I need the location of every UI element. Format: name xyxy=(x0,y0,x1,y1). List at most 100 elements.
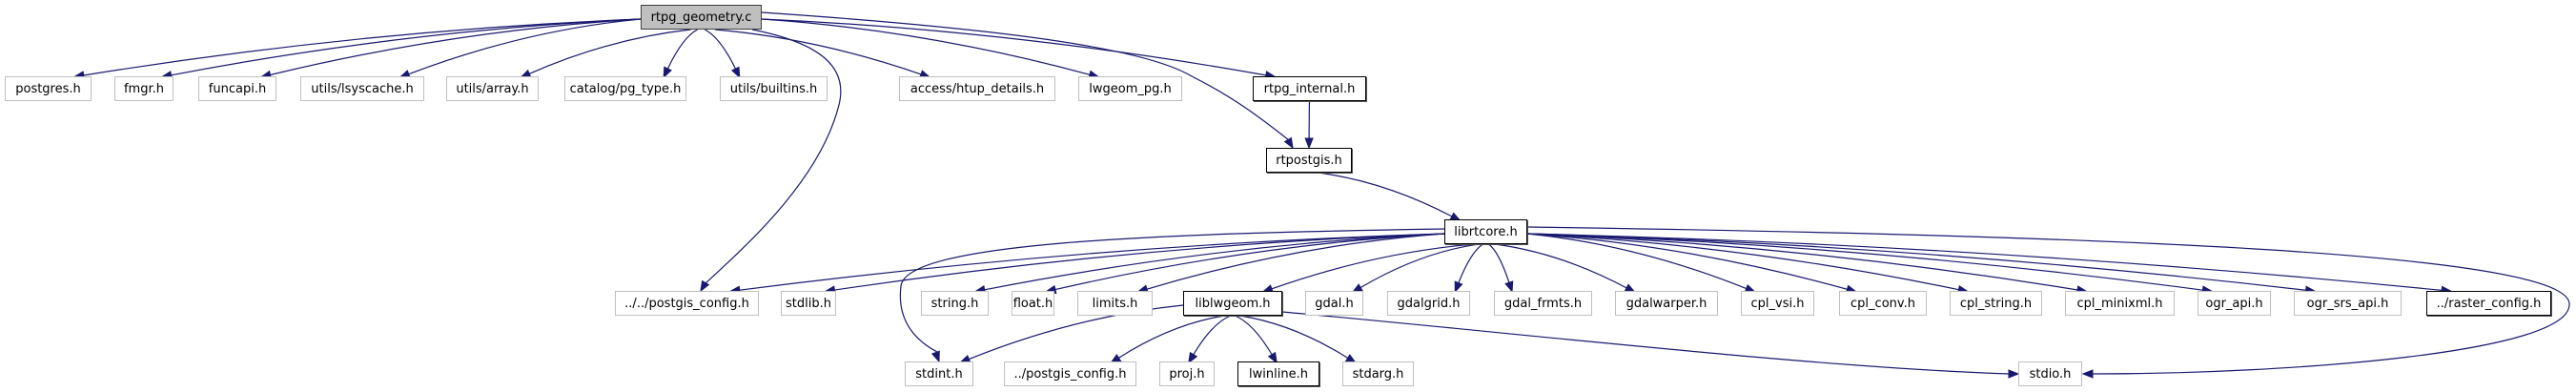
node-rtpg-geometry: rtpg_geometry.c xyxy=(641,5,762,30)
node-stdlib[interactable]: stdlib.h xyxy=(781,291,836,316)
node-label: cpl_conv.h xyxy=(1850,296,1915,311)
node-gdal[interactable]: gdal.h xyxy=(1305,291,1363,316)
node-cpl-conv[interactable]: cpl_conv.h xyxy=(1839,291,1927,316)
node-label: utils/builtins.h xyxy=(729,81,818,96)
edge-rtpg-geometry-to-pg-config-up2 xyxy=(704,29,842,285)
node-label: gdal.h xyxy=(1315,296,1354,311)
node-proj[interactable]: proj.h xyxy=(1159,361,1215,386)
arrowhead-icon xyxy=(1188,351,1198,364)
arrowhead-icon xyxy=(1454,280,1463,294)
node-cpl-vsi[interactable]: cpl_vsi.h xyxy=(1741,291,1814,316)
arrowhead-icon xyxy=(930,350,940,363)
node-label: string.h xyxy=(930,296,979,311)
node-label: catalog/pg_type.h xyxy=(569,81,682,96)
node-string[interactable]: string.h xyxy=(921,291,989,316)
node-liblwgeom[interactable]: liblwgeom.h xyxy=(1183,291,1282,316)
edge-librtcore-to-string xyxy=(984,233,1445,291)
node-pg-config-up1[interactable]: ../postgis_config.h xyxy=(1004,361,1136,386)
node-librtcore[interactable]: librtcore.h xyxy=(1444,219,1527,244)
node-label: cpl_vsi.h xyxy=(1750,296,1805,311)
node-lwinline[interactable]: lwinline.h xyxy=(1237,361,1319,386)
edge-librtcore-to-limits xyxy=(1146,233,1445,290)
node-array[interactable]: utils/array.h xyxy=(446,76,539,101)
arrowhead-icon xyxy=(1283,136,1294,150)
node-label: liblwgeom.h xyxy=(1195,296,1271,311)
node-label: utils/lsyscache.h xyxy=(311,81,414,96)
node-rtpostgis[interactable]: rtpostgis.h xyxy=(1266,148,1352,173)
edge-librtcore-to-cpl-vsi xyxy=(1526,233,1747,290)
node-rtpg-internal[interactable]: rtpg_internal.h xyxy=(1253,76,1366,101)
node-label: lwgeom_pg.h xyxy=(1089,81,1172,96)
edge-rtpg-geometry-to-rtpg-internal xyxy=(761,18,1266,76)
node-ogr-srs-api[interactable]: ogr_srs_api.h xyxy=(2294,291,2402,316)
edge-rtpg-geometry-to-array xyxy=(529,29,691,74)
edge-rtpg-geometry-to-pg-type xyxy=(666,29,698,70)
node-stdarg[interactable]: stdarg.h xyxy=(1342,361,1414,386)
node-label: ogr_srs_api.h xyxy=(2306,296,2389,311)
edge-rtpg-geometry-to-postgres xyxy=(83,18,642,76)
node-postgres[interactable]: postgres.h xyxy=(5,76,92,101)
arrowhead-icon xyxy=(1304,137,1314,150)
edge-liblwgeom-to-proj xyxy=(1193,315,1231,356)
node-pg-config-up2[interactable]: ../../postgis_config.h xyxy=(615,291,759,316)
edge-librtcore-to-stdlib xyxy=(834,233,1445,291)
node-label: cpl_string.h xyxy=(1959,296,2033,311)
node-cpl-string[interactable]: cpl_string.h xyxy=(1950,291,2042,316)
arrowhead-icon xyxy=(700,279,710,293)
node-cpl-minixml[interactable]: cpl_minixml.h xyxy=(2065,291,2175,316)
node-label: gdalgrid.h xyxy=(1397,296,1461,311)
node-label: stdint.h xyxy=(915,366,963,382)
node-label: fmgr.h xyxy=(123,81,164,96)
node-float[interactable]: float.h xyxy=(1012,291,1054,316)
edge-rtpg-geometry-to-fmgr xyxy=(171,18,642,76)
node-label: librtcore.h xyxy=(1454,224,1518,239)
arrowhead-icon xyxy=(2081,369,2094,379)
node-raster-config[interactable]: ../raster_config.h xyxy=(2426,291,2551,316)
node-label: gdalwarper.h xyxy=(1625,296,1707,311)
edge-librtcore-to-gdalgrid xyxy=(1458,243,1483,283)
node-label: postgres.h xyxy=(15,81,81,96)
edge-librtcore-to-liblwgeom xyxy=(1271,243,1474,290)
node-builtins[interactable]: utils/builtins.h xyxy=(720,76,828,101)
node-htup-details[interactable]: access/htup_details.h xyxy=(899,76,1055,101)
node-ogr-api[interactable]: ogr_api.h xyxy=(2198,291,2271,316)
edge-rtpg-geometry-to-lwgeom-pg xyxy=(761,18,1091,75)
node-label: limits.h xyxy=(1092,296,1138,311)
node-stdio[interactable]: stdio.h xyxy=(2018,361,2082,386)
node-label: stdio.h xyxy=(2029,366,2072,382)
edge-liblwgeom-to-lwinline xyxy=(1235,315,1273,356)
edge-librtcore-to-stdint xyxy=(899,228,1445,354)
node-label: ogr_api.h xyxy=(2205,296,2263,311)
node-gdal-frmts[interactable]: gdal_frmts.h xyxy=(1494,291,1592,316)
node-label: lwinline.h xyxy=(1249,366,1308,382)
node-fmgr[interactable]: fmgr.h xyxy=(114,76,174,101)
node-label: access/htup_details.h xyxy=(910,81,1045,96)
edge-rtpg-geometry-to-htup-details xyxy=(714,29,922,75)
node-label: float.h xyxy=(1012,296,1053,311)
node-lsyscache[interactable]: utils/lsyscache.h xyxy=(300,76,424,101)
edge-rtpg-geometry-to-funcapi xyxy=(270,18,642,76)
edge-librtcore-to-stdio xyxy=(1526,226,2570,375)
node-label: ../../postgis_config.h xyxy=(624,296,749,311)
node-label: gdal_frmts.h xyxy=(1503,296,1583,311)
node-funcapi[interactable]: funcapi.h xyxy=(198,76,276,101)
node-label: utils/array.h xyxy=(456,81,529,96)
node-gdalgrid[interactable]: gdalgrid.h xyxy=(1387,291,1470,316)
edge-librtcore-to-ogr-api xyxy=(1526,233,2203,291)
edge-librtcore-to-gdal xyxy=(1360,243,1479,289)
edge-librtcore-to-ogr-srs-api xyxy=(1526,233,2306,291)
node-pg-type[interactable]: catalog/pg_type.h xyxy=(564,76,686,101)
arrowhead-icon xyxy=(663,66,672,79)
node-limits[interactable]: limits.h xyxy=(1077,291,1153,316)
node-gdalwarper[interactable]: gdalwarper.h xyxy=(1615,291,1718,316)
node-lwgeom-pg[interactable]: lwgeom_pg.h xyxy=(1078,76,1182,101)
edge-librtcore-to-cpl-string xyxy=(1526,233,1959,291)
edge-librtcore-to-cpl-minixml xyxy=(1526,233,2078,291)
node-stdint[interactable]: stdint.h xyxy=(905,361,973,386)
node-label: rtpg_geometry.c xyxy=(650,10,752,25)
edge-liblwgeom-to-stdarg xyxy=(1239,315,1349,359)
edge-librtcore-to-cpl-conv xyxy=(1526,233,1848,290)
edge-rtpg-geometry-to-builtins xyxy=(705,29,736,70)
